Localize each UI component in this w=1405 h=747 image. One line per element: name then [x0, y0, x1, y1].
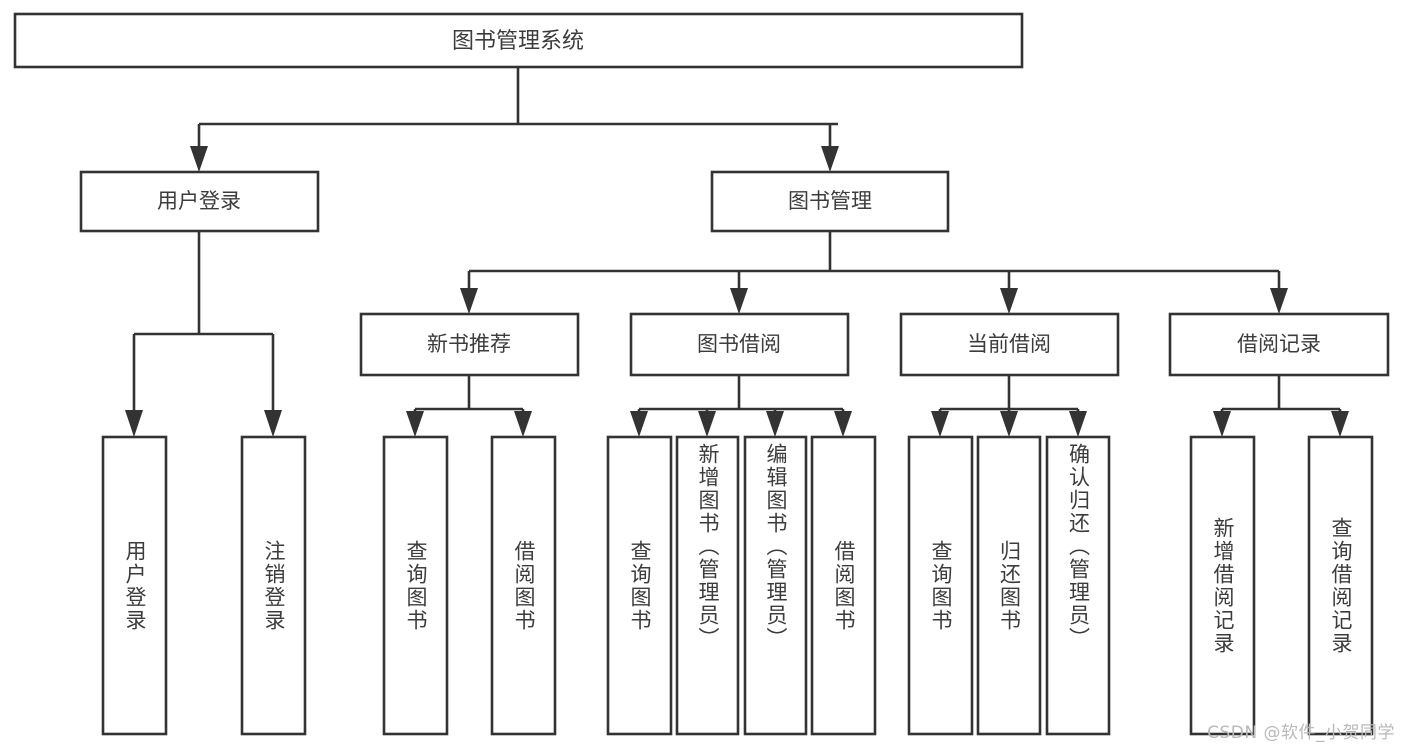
node-user-login-box[interactable]	[79, 170, 320, 233]
arrow-to-current-borrow-icon	[1000, 288, 1018, 314]
node-borrow-record-label: 借阅记录	[1237, 332, 1321, 356]
leaf-cur-return-box[interactable]	[976, 435, 1042, 736]
node-book-borrow-box[interactable]	[629, 312, 850, 377]
arrow-leaf-rec-add-icon	[1213, 411, 1231, 437]
arrow-to-book-borrow-icon	[730, 288, 748, 314]
leaf-logout-box[interactable]	[240, 435, 307, 736]
arrow-leaf-borrow-edit-icon	[766, 411, 784, 437]
arrow-leaf-cur-confirm-icon	[1069, 411, 1087, 437]
leaf-rec-query-box[interactable]	[382, 435, 449, 736]
leaf-box-layer	[101, 435, 1374, 736]
leaf-borrow-add-box[interactable]	[675, 435, 740, 736]
arrow-to-borrow-record-icon	[1270, 288, 1288, 314]
leaf-rec-query2-box[interactable]	[1307, 435, 1374, 736]
arrow-leaf-logout-icon	[264, 410, 282, 437]
node-new-book-rec-label: 新书推荐	[427, 332, 511, 356]
leaf-rec-borrow-box[interactable]	[490, 435, 557, 736]
node-root[interactable]: 图书管理系统	[13, 12, 1024, 69]
arrow-to-new-book-rec-icon	[460, 288, 478, 314]
leaf-cur-query-box[interactable]	[907, 435, 974, 736]
node-root-box[interactable]	[13, 12, 1024, 69]
node-new-book-rec-box[interactable]	[359, 312, 580, 377]
node-borrow-record-box[interactable]	[1168, 312, 1390, 377]
arrow-leaf-rec-query-icon	[406, 411, 424, 437]
leaf-user-login-box[interactable]	[101, 435, 168, 736]
leaf-cur-confirm-box[interactable]	[1045, 435, 1111, 736]
node-borrow-record[interactable]: 借阅记录	[1168, 312, 1390, 377]
arrow-leaf-rec-borrow-icon	[514, 411, 532, 437]
node-user-login-label: 用户登录	[157, 189, 241, 213]
node-current-borrow-label: 当前借阅	[967, 332, 1051, 356]
node-book-mgmt[interactable]: 图书管理	[710, 170, 950, 233]
node-root-label: 图书管理系统	[452, 29, 584, 54]
arrow-leaf-cur-query-icon	[931, 411, 949, 437]
leaf-borrow-edit-box[interactable]	[743, 435, 808, 736]
arrow-to-user-login-icon	[190, 146, 208, 172]
node-book-mgmt-label: 图书管理	[788, 189, 872, 213]
leaf-rec-add-box[interactable]	[1189, 435, 1256, 736]
leaf-borrow-query-box[interactable]	[606, 435, 673, 736]
arrow-to-book-mgmt-icon	[821, 146, 839, 172]
node-current-borrow[interactable]: 当前借阅	[899, 312, 1120, 377]
csdn-watermark: CSDN @软件_小贺同学	[1207, 723, 1395, 743]
leaf-borrow-borrow-box[interactable]	[810, 435, 877, 736]
arrow-leaf-borrow-borrow-icon	[834, 411, 852, 437]
arrow-leaf-borrow-add-icon	[698, 411, 716, 437]
node-new-book-rec[interactable]: 新书推荐	[359, 312, 580, 377]
node-book-borrow[interactable]: 图书借阅	[629, 312, 850, 377]
arrow-leaf-cur-return-icon	[1000, 411, 1018, 437]
connector-layer	[125, 67, 1349, 437]
arrow-leaf-user-login-icon	[125, 410, 143, 437]
arrow-leaf-rec-query2-icon	[1331, 411, 1349, 437]
arrow-leaf-borrow-query-icon	[630, 411, 648, 437]
node-user-login[interactable]: 用户登录	[79, 170, 320, 233]
node-book-borrow-label: 图书借阅	[697, 332, 781, 356]
node-current-borrow-box[interactable]	[899, 312, 1120, 377]
node-book-mgmt-box[interactable]	[710, 170, 950, 233]
